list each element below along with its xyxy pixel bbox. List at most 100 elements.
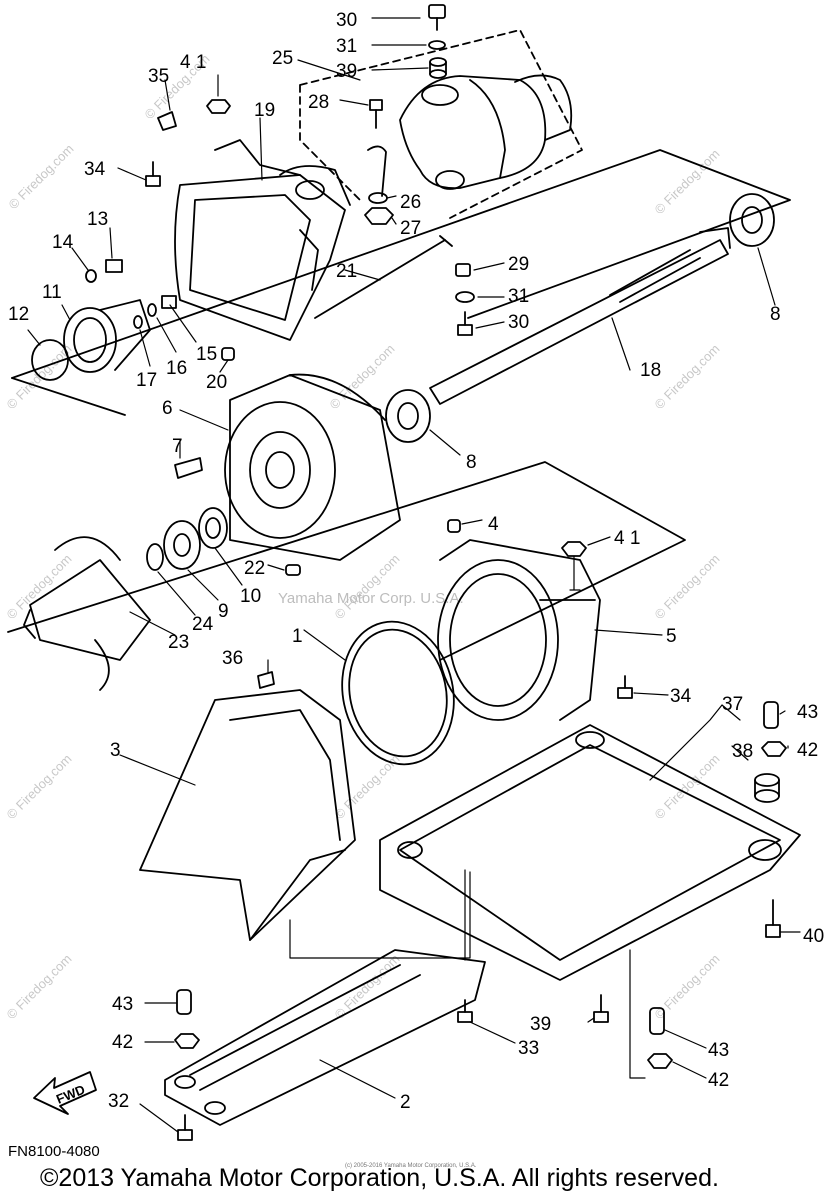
callout-p24: 24 bbox=[192, 614, 214, 635]
bearing-9 bbox=[163, 520, 201, 570]
leader-lines bbox=[27, 17, 801, 1133]
nozzle-housing-25 bbox=[399, 74, 573, 190]
callout-p3: 3 bbox=[110, 740, 121, 761]
watermark: © Firedog.com bbox=[332, 951, 403, 1022]
bolt-39-bottom bbox=[593, 994, 609, 1023]
bolt-28 bbox=[369, 99, 383, 129]
watermark: © Firedog.com bbox=[332, 551, 403, 622]
callout-p33: 33 bbox=[518, 1038, 539, 1059]
callout-p35: 35 bbox=[148, 66, 169, 87]
callout-p28: 28 bbox=[308, 92, 329, 113]
pin-26 bbox=[367, 145, 387, 197]
callout-p21: 21 bbox=[336, 261, 357, 282]
reference-code: FN8100-4080 bbox=[8, 1143, 100, 1160]
upper-group-frame-left bbox=[11, 377, 126, 416]
frame-37 bbox=[379, 724, 801, 981]
callout-p27: 27 bbox=[400, 218, 421, 239]
callout-p20: 20 bbox=[206, 372, 227, 393]
nut-41-mid bbox=[561, 541, 587, 557]
copyright-line: ©2013 Yamaha Motor Corporation, U.S.A. A… bbox=[40, 1164, 719, 1192]
seal-10 bbox=[198, 507, 228, 549]
bolt-21 bbox=[314, 239, 446, 319]
washer-31-mid bbox=[455, 291, 475, 303]
washer-31-top bbox=[428, 40, 446, 50]
o-ring-1 bbox=[341, 620, 455, 766]
nut-41-top bbox=[206, 99, 231, 114]
watermark: © Firedog.com bbox=[6, 141, 77, 212]
callout-p42a: 42 bbox=[797, 740, 818, 761]
callout-p23: 23 bbox=[168, 632, 189, 653]
small-copyright-notice: (c) 2005-2016 Yamaha Motor Corporation, … bbox=[345, 1163, 477, 1169]
middle-group-frame bbox=[7, 461, 686, 661]
pin-43-left bbox=[176, 989, 192, 1015]
callout-p14: 14 bbox=[52, 232, 74, 253]
callout-p43b: 43 bbox=[112, 994, 133, 1015]
callout-p6: 6 bbox=[162, 398, 173, 419]
bolt-40 bbox=[765, 899, 781, 938]
bolt-32 bbox=[177, 1114, 193, 1141]
ring-24 bbox=[146, 543, 164, 571]
callout-p37: 37 bbox=[722, 694, 743, 715]
callout-p31a: 31 bbox=[336, 36, 357, 57]
nut-42-right bbox=[647, 1053, 673, 1069]
bearing-8-mid bbox=[385, 389, 431, 443]
watermark: © Firedog.com bbox=[4, 751, 75, 822]
shaft-18 bbox=[429, 227, 731, 405]
callout-p18: 18 bbox=[640, 360, 661, 381]
bolt-15 bbox=[161, 295, 177, 309]
ring-16 bbox=[147, 303, 157, 317]
pin-22 bbox=[285, 564, 301, 576]
bearing-8-top bbox=[729, 193, 775, 247]
collar-39-top bbox=[429, 57, 447, 79]
callout-p7: 7 bbox=[172, 436, 183, 457]
ride-plate-2 bbox=[164, 949, 486, 1126]
callout-p17: 17 bbox=[136, 370, 157, 391]
callout-p38: 38 bbox=[732, 741, 753, 762]
callout-p1: 1 bbox=[292, 626, 303, 647]
fwd-arrow: FWD bbox=[33, 1071, 97, 1115]
callout-p15: 15 bbox=[196, 344, 217, 365]
nut-29 bbox=[455, 263, 471, 277]
bolt-33 bbox=[457, 999, 473, 1023]
impeller-23 bbox=[23, 536, 151, 691]
callout-p4: 4 bbox=[488, 514, 499, 535]
callout-p41a: 4 1 bbox=[180, 52, 206, 73]
callout-p12: 12 bbox=[8, 304, 29, 325]
bolt-30-top bbox=[428, 4, 446, 31]
impeller-housing-6 bbox=[224, 373, 401, 561]
callout-p31b: 31 bbox=[508, 286, 529, 307]
callout-p2: 2 bbox=[400, 1092, 411, 1113]
watermark: © Firedog.com bbox=[332, 751, 403, 822]
bolt-34-top bbox=[145, 161, 161, 187]
watermark: © Firedog.com bbox=[652, 751, 723, 822]
watermark: © Firedog.com bbox=[652, 341, 723, 412]
callout-p25: 25 bbox=[272, 48, 293, 69]
callout-p42b: 42 bbox=[112, 1032, 133, 1053]
watermark: © Firedog.com bbox=[652, 146, 723, 217]
callout-p36: 36 bbox=[222, 648, 243, 669]
pin-20 bbox=[221, 347, 235, 361]
cover-3 bbox=[139, 689, 356, 941]
callout-p10: 10 bbox=[240, 586, 261, 607]
upper-group-frame bbox=[11, 149, 791, 379]
callout-p19: 19 bbox=[254, 100, 275, 121]
pump-housing-19 bbox=[174, 139, 351, 341]
callout-p22: 22 bbox=[244, 558, 265, 579]
callout-p32: 32 bbox=[108, 1091, 129, 1112]
callout-p16: 16 bbox=[166, 358, 187, 379]
callout-p5: 5 bbox=[666, 626, 677, 647]
duct-5 bbox=[437, 539, 601, 721]
nut-42-top bbox=[761, 741, 787, 757]
callout-p43c: 43 bbox=[708, 1040, 729, 1061]
callout-p34a: 34 bbox=[84, 159, 106, 180]
watermark: © Firedog.com bbox=[4, 951, 75, 1022]
callout-p40: 40 bbox=[803, 926, 824, 947]
pin-43-top bbox=[763, 701, 779, 729]
watermark: © Firedog.com bbox=[652, 951, 723, 1022]
callout-p11: 11 bbox=[42, 282, 62, 303]
bolt-36 bbox=[257, 671, 275, 689]
plate-35 bbox=[157, 111, 177, 131]
plug-12 bbox=[31, 339, 69, 381]
cap-11 bbox=[63, 299, 151, 373]
pin-43-right bbox=[649, 1007, 665, 1035]
